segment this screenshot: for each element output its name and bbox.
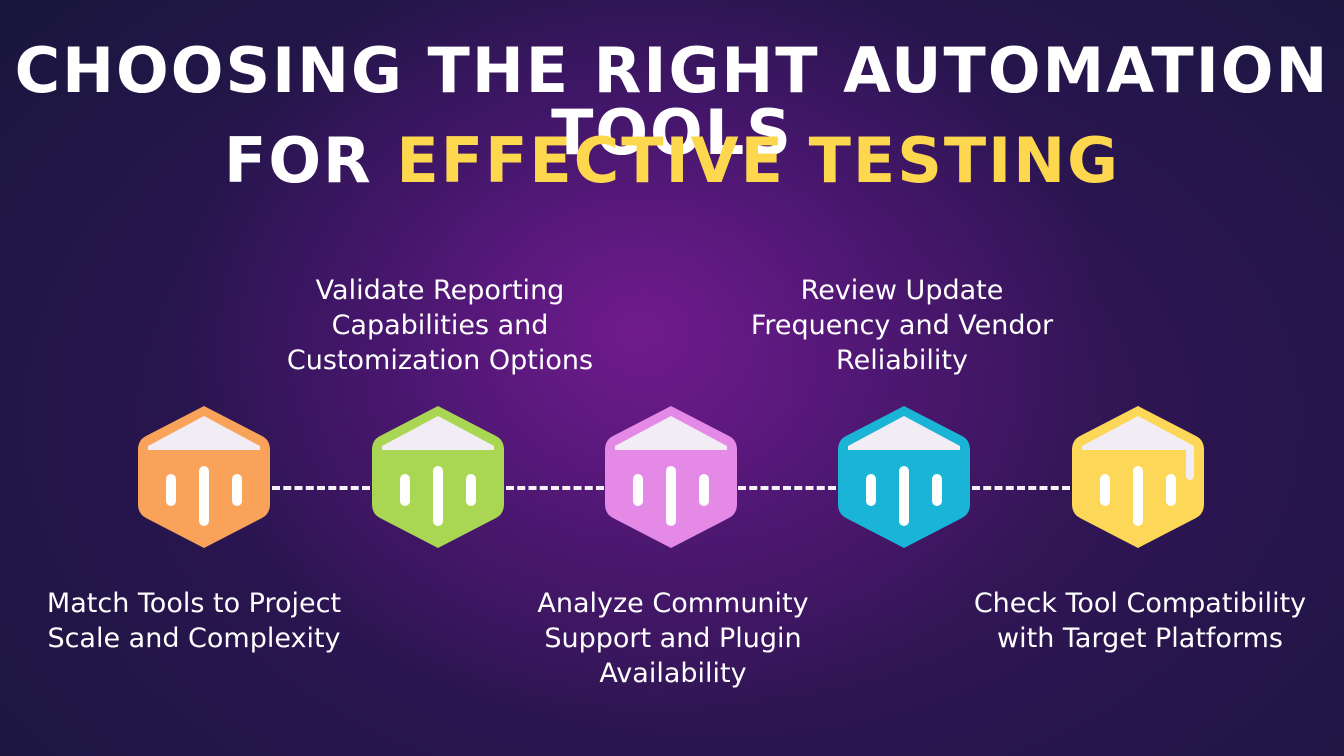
step-1-cap xyxy=(148,416,260,450)
step-4 xyxy=(834,402,974,552)
step-4-bar-center xyxy=(899,466,909,526)
hexagon-bars-icon xyxy=(372,406,504,548)
step-3-bar-right xyxy=(699,474,709,506)
step-3-cap xyxy=(615,416,727,450)
step-5-bar-center xyxy=(1133,466,1143,526)
step-4-cap xyxy=(848,416,960,450)
step-3-bar-center xyxy=(666,466,676,526)
title-accent: EFFECTIVE TESTING xyxy=(396,124,1121,197)
hexagon-bars-icon xyxy=(605,406,737,548)
hexagon-bars-icon xyxy=(838,406,970,548)
step-2-cap xyxy=(382,416,494,450)
connector-2-3 xyxy=(506,486,604,490)
step-3 xyxy=(601,402,741,552)
step-5-bar-right xyxy=(1166,474,1176,506)
step-2-bar-right xyxy=(466,474,476,506)
step-4-bar-right xyxy=(932,474,942,506)
step-2-label: Validate Reporting Capabilities and Cust… xyxy=(286,275,594,376)
step-4-bar-left xyxy=(866,474,876,506)
title-line-1: CHOOSING THE RIGHT AUTOMATION TOOLS xyxy=(14,34,1330,169)
title-line-2-prefix: FOR xyxy=(223,124,397,197)
step-1-bar-center xyxy=(199,466,209,526)
step-4-label: Review Update Frequency and Vendor Relia… xyxy=(750,275,1054,376)
step-2-bar-center xyxy=(433,466,443,526)
step-5-drip xyxy=(1186,446,1194,480)
step-3-bar-left xyxy=(633,474,643,506)
connector-3-4 xyxy=(738,486,836,490)
step-2-bar-left xyxy=(400,474,410,506)
step-5-cap xyxy=(1082,416,1194,450)
step-1-bar-left xyxy=(166,474,176,506)
hexagon-bars-icon xyxy=(1072,406,1204,548)
step-1-bar-right xyxy=(232,474,242,506)
step-1-label: Match Tools to Project Scale and Complex… xyxy=(46,588,342,654)
connector-4-5 xyxy=(972,486,1070,490)
step-5 xyxy=(1068,402,1208,552)
step-5-bar-left xyxy=(1100,474,1110,506)
hexagon-bars-icon xyxy=(138,406,270,548)
step-2 xyxy=(368,402,508,552)
step-5-label: Check Tool Compatibility with Target Pla… xyxy=(973,588,1307,654)
title-line-2: FOR EFFECTIVE TESTING xyxy=(0,130,1344,192)
step-1 xyxy=(134,402,274,552)
step-3-label: Analyze Community Support and Plugin Ava… xyxy=(537,588,809,689)
connector-1-2 xyxy=(272,486,370,490)
